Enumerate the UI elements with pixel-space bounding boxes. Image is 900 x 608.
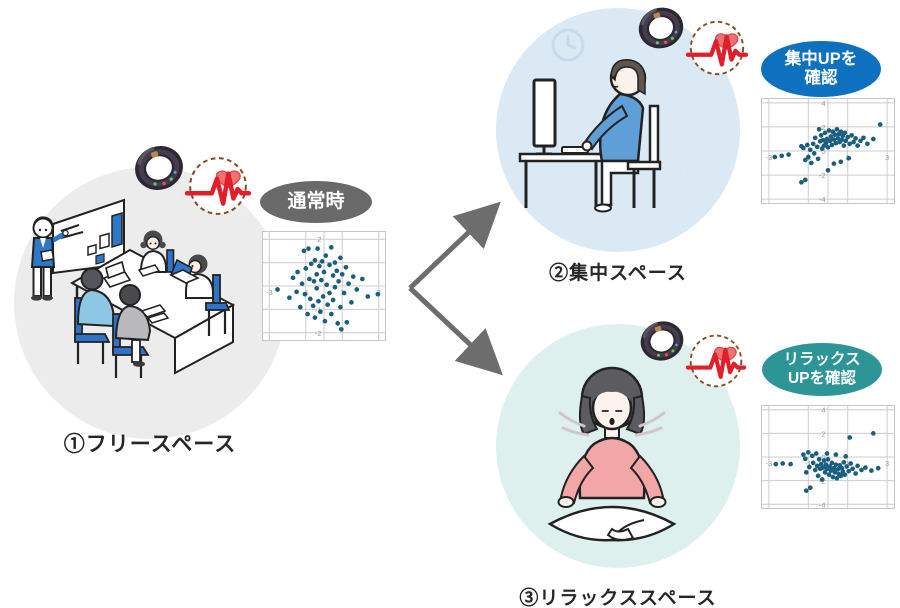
- attendee-lightblue: [74, 260, 132, 364]
- normal-state-badge-label: 通常時: [287, 190, 345, 212]
- svg-text:3: 3: [885, 153, 889, 162]
- svg-text:4: 4: [821, 406, 825, 415]
- svg-text:-2: -2: [819, 171, 826, 180]
- normal-state-badge: 通常時: [260, 181, 372, 223]
- clock-icon: [551, 28, 585, 62]
- free-space-label: ①フリースペース: [63, 433, 237, 456]
- smart-ring-icon: [636, 316, 688, 366]
- svg-text:-3: -3: [766, 459, 773, 468]
- svg-text:2: 2: [317, 235, 321, 244]
- svg-text:-3: -3: [266, 288, 273, 297]
- svg-text:0: 0: [821, 453, 825, 462]
- scatter-chart-normal: -3-11321-1-2: [262, 231, 386, 341]
- svg-text:2: 2: [821, 429, 825, 438]
- svg-text:-4: -4: [819, 195, 826, 204]
- heart-rate-icon: [686, 16, 748, 78]
- meeting-illustration: [30, 198, 236, 378]
- svg-text:0: 0: [821, 147, 825, 156]
- svg-text:1: 1: [846, 459, 850, 468]
- svg-text:3: 3: [885, 459, 889, 468]
- svg-text:-2: -2: [315, 329, 322, 338]
- meditating-woman: [547, 366, 677, 542]
- focus-space-label: ②集中スペース: [549, 263, 687, 284]
- arrow-to-relax: [408, 286, 503, 376]
- focus-up-badge-line1: 集中UPを: [784, 49, 858, 68]
- attendee-woman: [137, 230, 175, 277]
- relax-up-badge-line2: UPを確認: [787, 369, 857, 387]
- heart-rate-icon: [686, 330, 746, 390]
- branch-arrows: [408, 201, 503, 376]
- attendee-gray: [112, 284, 170, 378]
- svg-text:-4: -4: [819, 500, 826, 509]
- relax-up-badge-line1: リラックス: [783, 351, 861, 369]
- smart-ring-icon: [130, 140, 188, 196]
- svg-text:2: 2: [821, 123, 825, 132]
- bookshelf-outline: [676, 98, 698, 220]
- svg-text:4: 4: [821, 99, 825, 108]
- breath-lines: [558, 411, 666, 437]
- worker-figure: [581, 59, 662, 213]
- smart-ring-icon: [634, 2, 688, 54]
- monitor: [532, 78, 557, 156]
- svg-text:-1: -1: [805, 459, 812, 468]
- meditation-illustration: [547, 366, 677, 542]
- svg-text:1: 1: [317, 259, 321, 268]
- desk: [518, 152, 604, 208]
- relax-space-label: ③リラックススペース: [519, 588, 717, 608]
- svg-text:-3: -3: [766, 153, 773, 162]
- heart-rate-icon: [185, 152, 251, 218]
- arrow-to-focus: [408, 201, 501, 290]
- svg-text:-1: -1: [315, 305, 322, 314]
- focus-up-badge: 集中UPを 確認: [761, 41, 881, 97]
- desk-work-illustration: [518, 28, 698, 220]
- presenter-figure: [30, 216, 69, 301]
- relax-up-badge: リラックス UPを確認: [762, 343, 882, 396]
- attendee-right: [169, 254, 231, 336]
- focus-up-badge-line2: 確認: [804, 69, 838, 87]
